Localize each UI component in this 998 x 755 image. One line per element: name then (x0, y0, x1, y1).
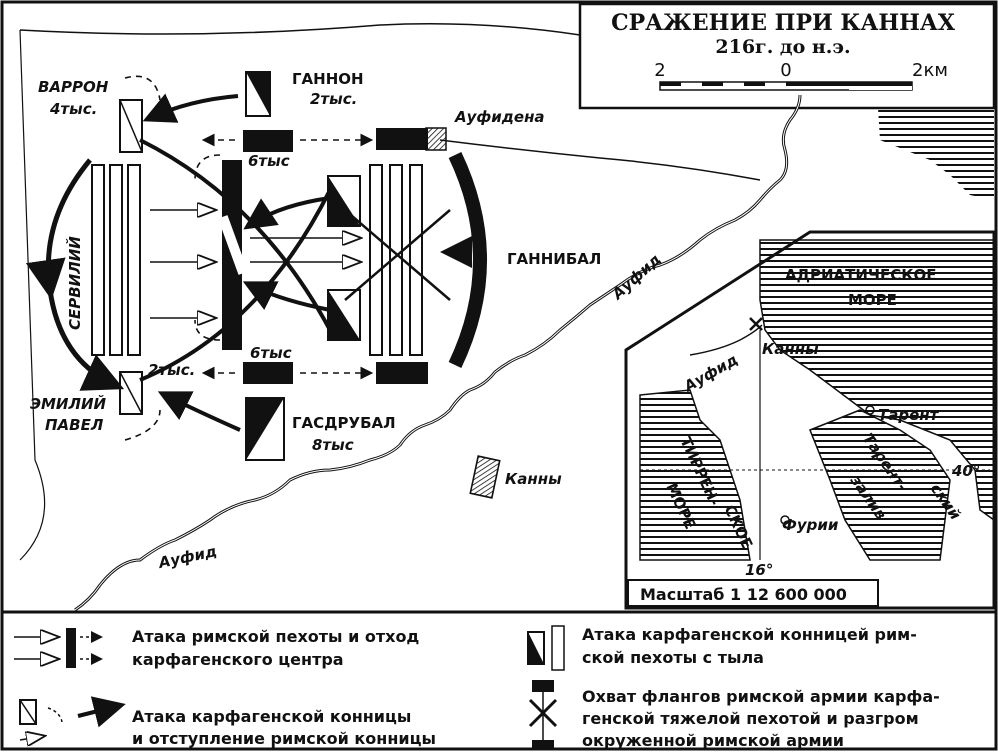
label-hannibal: ГАННИБАЛ (507, 250, 601, 268)
cavalry-units (119, 71, 361, 461)
terrain-line-left (19, 29, 46, 561)
legend-2-line2: ской пехоты с тыла (582, 648, 764, 667)
label-servily: СЕРВИЛИЙ (65, 236, 84, 330)
inset-tarent: Тарент (878, 406, 940, 424)
legend-4-line3: окруженной римской армии (582, 731, 844, 750)
title-box: СРАЖЕНИЕ ПРИ КАННАХ 216г. до н.э. 2 0 2к… (578, 2, 996, 110)
label-varron: ВАРРОН (38, 78, 109, 96)
legend-icon-cavalry-rear (527, 625, 565, 671)
label-varron-force: 4тыс. (49, 100, 97, 118)
label-six-bottom: 6тыс (250, 344, 292, 362)
legend-1-line1: Атака римской пехоты и отход (132, 627, 419, 646)
legend-1-line2: карфагенского центра (132, 650, 344, 669)
center-gap (218, 215, 248, 275)
label-aufid-main: Ауфид (608, 250, 665, 303)
river-aufid-inner (74, 94, 801, 611)
map-title: СРАЖЕНИЕ ПРИ КАННАХ (611, 10, 956, 36)
map-subtitle: 216г. до н.э. (715, 36, 850, 58)
label-hasdrubal: ГАСДРУБАЛ (292, 414, 396, 432)
legend: Атака римской пехоты и отход карфагенско… (14, 625, 940, 750)
inset-lon: 16° (745, 561, 773, 579)
scale-left: 2 (654, 60, 665, 81)
envelopment-arrows (25, 93, 472, 432)
legend-4-line1: Охват флангов римской армии карфа- (582, 687, 940, 706)
inset-furii: Фурии (782, 516, 839, 534)
heavy-infantry (243, 127, 447, 384)
river-branch (439, 139, 761, 181)
inset-map (624, 230, 996, 610)
inset-adriatic-1: АДРИАТИЧЕСКОЕ (785, 266, 937, 284)
inset-adriatic-2: МОРЕ (848, 291, 897, 309)
legend-icon-infantry-attack (14, 628, 103, 668)
label-aufidena: Ауфидена (454, 108, 545, 126)
legend-4-line2: генской тяжелой пехотой и разгром (582, 709, 919, 728)
label-emily-1: ЭМИЛИЙ (30, 394, 107, 413)
sea-hatch-top (878, 108, 994, 200)
kanny-marker (469, 455, 501, 499)
inset-lat: 40° (951, 462, 980, 480)
label-gannon: ГАННОН (292, 70, 364, 88)
legend-3-line1: Атака карфагенской конницы (132, 707, 411, 726)
terrain-line (19, 23, 581, 36)
legend-2-line1: Атака карфагенской конницей рим- (582, 625, 917, 644)
scale-bar: 2 0 2км (654, 60, 948, 91)
label-emily-force: 2тыс. (148, 361, 195, 379)
legend-icon-envelopment (528, 680, 558, 750)
label-aufid-lower: Ауфид (156, 542, 218, 572)
label-kanny: Канны (505, 470, 562, 488)
label-gannon-force: 2тыс. (310, 90, 357, 108)
label-hasdrubal-force: 8тыс (312, 436, 354, 454)
roman-infantry (91, 164, 423, 356)
inset-scale: Масштаб 1 12 600 000 (640, 585, 847, 604)
legend-icon-cavalry-attack (19, 696, 126, 740)
hannibal-line (448, 151, 487, 369)
scale-right: 2км (912, 60, 948, 81)
label-emily-2: ПАВЕЛ (45, 416, 104, 434)
inset-kanny: Канны (762, 340, 819, 358)
label-six-top: 6тыс (248, 152, 290, 170)
scale-mid: 0 (780, 60, 791, 81)
legend-3-line2: и отступление римской конницы (132, 729, 436, 748)
